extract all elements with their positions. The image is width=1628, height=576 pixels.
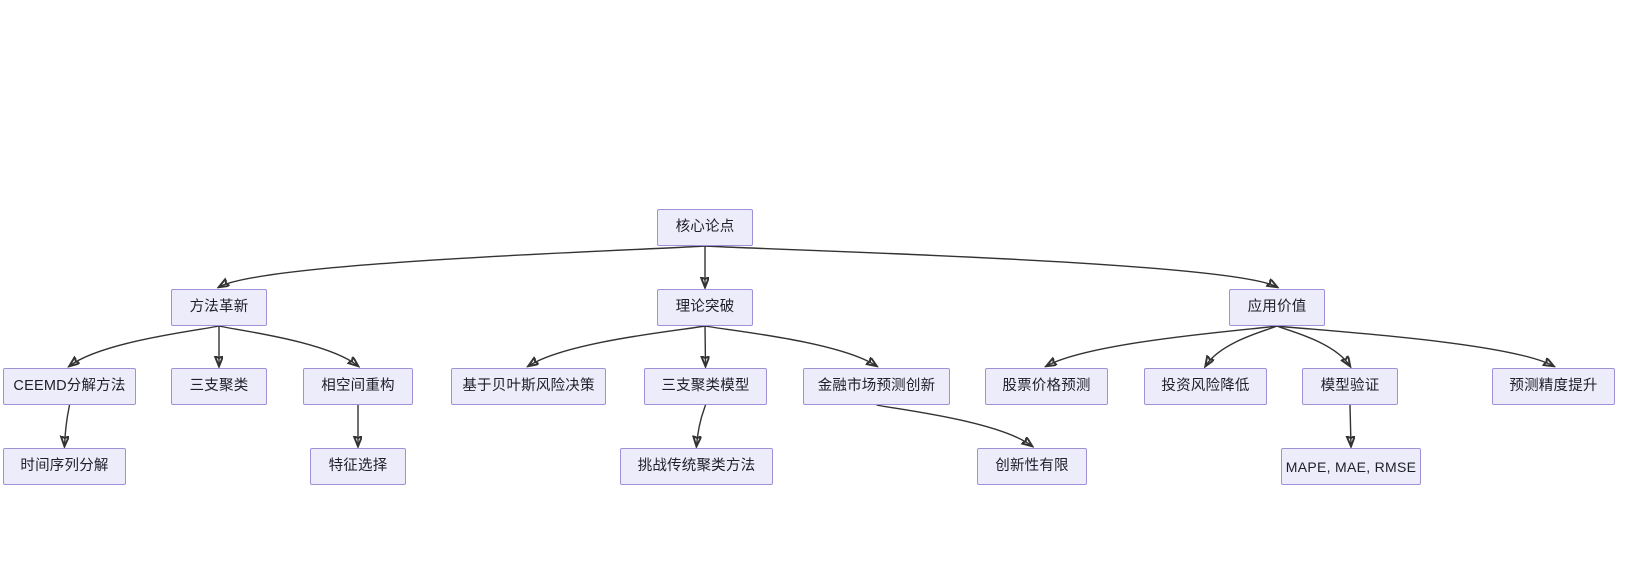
- node-label: 应用价值: [1247, 299, 1307, 316]
- node-label: 时间序列分解: [20, 458, 109, 475]
- node-label: 预测精度提升: [1509, 378, 1598, 395]
- node-label: 模型验证: [1320, 378, 1380, 395]
- node-n_tsdecomp[interactable]: 时间序列分解: [3, 448, 126, 485]
- node-label: MAPE, MAE, RMSE: [1285, 458, 1417, 475]
- node-n_valid[interactable]: 模型验证: [1302, 368, 1398, 405]
- node-branch2[interactable]: 理论突破: [657, 289, 753, 326]
- node-n_bayes[interactable]: 基于贝叶斯风险决策: [451, 368, 606, 405]
- node-n_stock[interactable]: 股票价格预测: [985, 368, 1108, 405]
- node-label: 挑战传统聚类方法: [637, 458, 756, 475]
- node-n_feature[interactable]: 特征选择: [310, 448, 406, 485]
- node-branch3[interactable]: 应用价值: [1229, 289, 1325, 326]
- node-n_challenge[interactable]: 挑战传统聚类方法: [620, 448, 773, 485]
- node-n_limited[interactable]: 创新性有限: [977, 448, 1087, 485]
- node-branch1[interactable]: 方法革新: [171, 289, 267, 326]
- node-label: 金融市场预测创新: [817, 378, 936, 395]
- node-label: 三支聚类模型: [661, 378, 750, 395]
- node-n_threemodel[interactable]: 三支聚类模型: [644, 368, 767, 405]
- node-n_three[interactable]: 三支聚类: [171, 368, 267, 405]
- node-n_accuracy[interactable]: 预测精度提升: [1492, 368, 1615, 405]
- node-label: 核心论点: [675, 219, 735, 236]
- node-label: 理论突破: [675, 299, 735, 316]
- node-label: 基于贝叶斯风险决策: [462, 378, 595, 395]
- node-n_finance[interactable]: 金融市场预测创新: [803, 368, 950, 405]
- node-n_metrics[interactable]: MAPE, MAE, RMSE: [1281, 448, 1421, 485]
- node-n_ceemd[interactable]: CEEMD分解方法: [3, 368, 136, 405]
- node-label: 相空间重构: [321, 378, 395, 395]
- node-n_phase[interactable]: 相空间重构: [303, 368, 413, 405]
- node-root[interactable]: 核心论点: [657, 209, 753, 246]
- node-label: 三支聚类: [189, 378, 249, 395]
- node-label: 股票价格预测: [1002, 378, 1091, 395]
- node-label: 创新性有限: [995, 458, 1069, 475]
- node-label: CEEMD分解方法: [13, 378, 126, 395]
- node-label: 投资风险降低: [1161, 378, 1250, 395]
- node-label: 方法革新: [189, 299, 249, 316]
- node-label: 特征选择: [328, 458, 388, 475]
- node-n_risk[interactable]: 投资风险降低: [1144, 368, 1267, 405]
